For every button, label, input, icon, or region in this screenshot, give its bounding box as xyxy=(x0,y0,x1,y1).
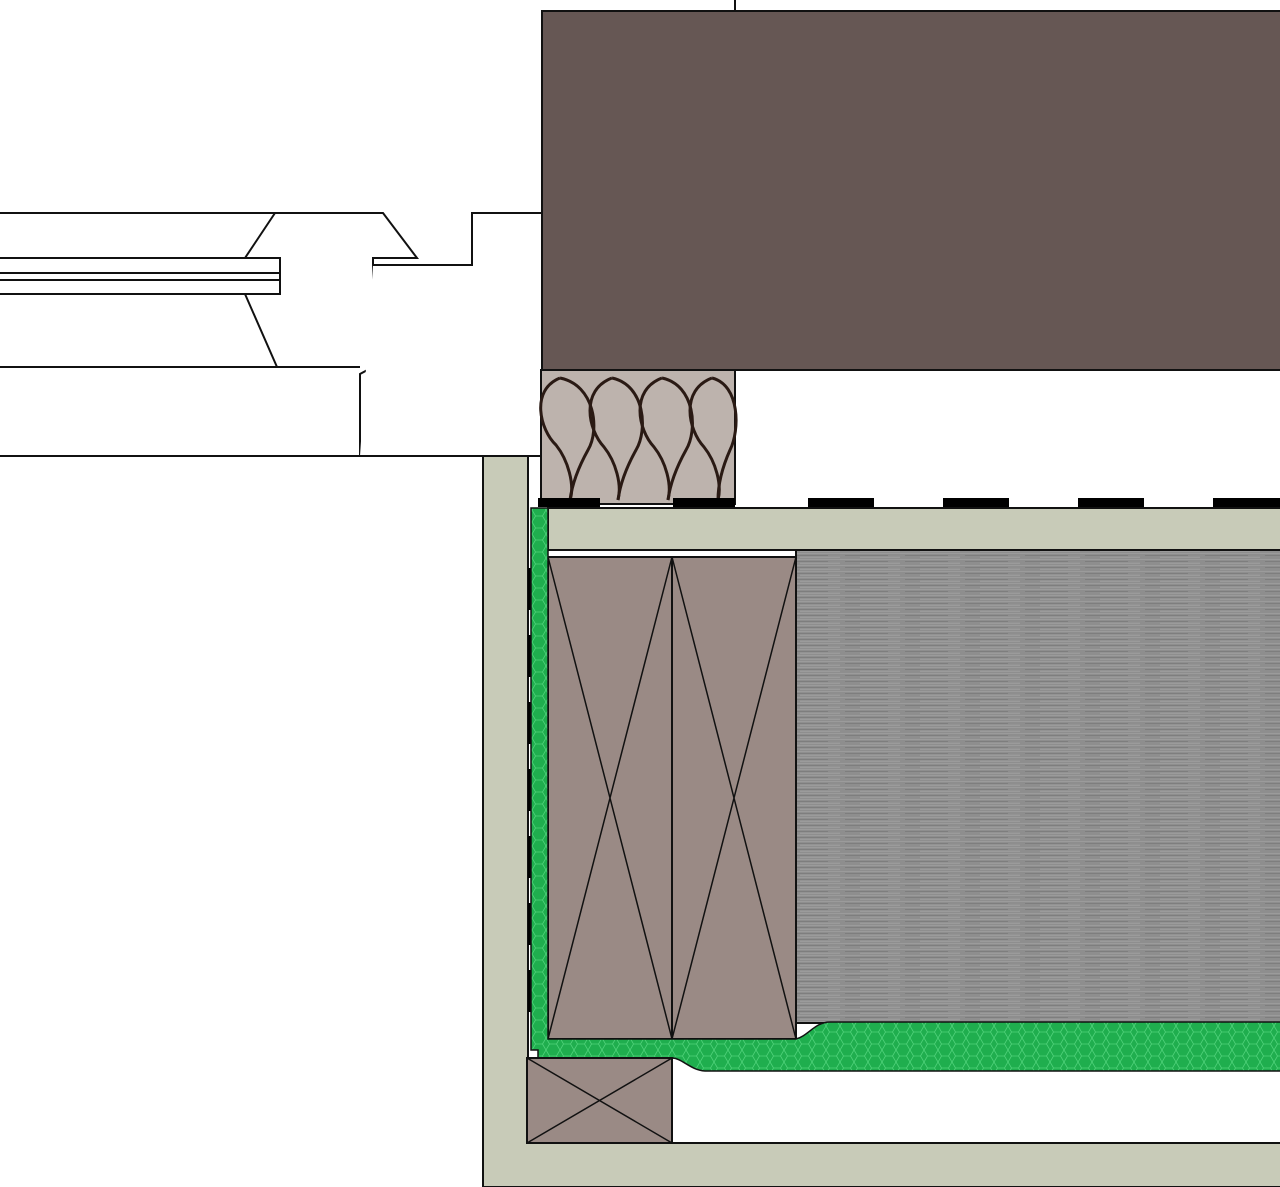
insulation-batt xyxy=(539,369,738,505)
plaster-lining-top xyxy=(547,507,1280,551)
masonry-wall-block xyxy=(541,10,1280,371)
plaster-lining xyxy=(482,455,1280,1187)
window-frame-profile xyxy=(0,212,543,457)
dpc-membrane-horizontal xyxy=(538,498,1280,507)
timber-packer-bottom xyxy=(526,1057,673,1144)
glazing-unit xyxy=(0,257,281,295)
timber-packer-left xyxy=(547,556,673,1040)
timber-packer-right xyxy=(671,556,797,1040)
brushed-metal-panel xyxy=(795,549,1280,1024)
